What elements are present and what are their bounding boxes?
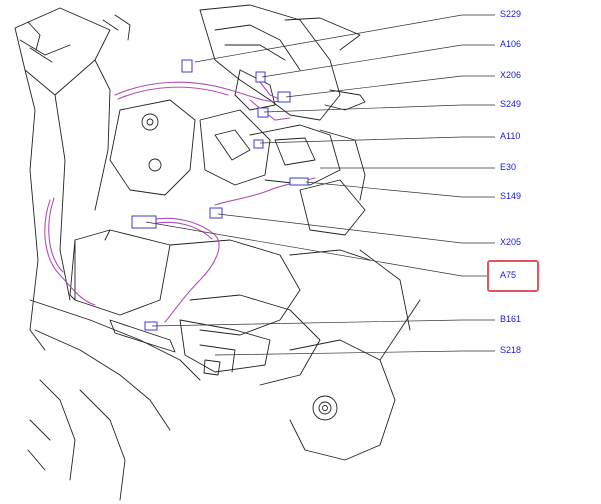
connector-a110 (253, 139, 264, 149)
callout-b161[interactable]: B161 (500, 314, 522, 324)
callout-x206[interactable]: X206 (500, 70, 522, 80)
leader-a106 (261, 44, 495, 78)
callout-e30[interactable]: E30 (500, 162, 517, 172)
top-module (199, 4, 341, 121)
leader-s249 (263, 104, 495, 113)
connector-a106 (255, 71, 266, 83)
connector-group (131, 59, 309, 331)
connector-s229 (181, 59, 193, 73)
wiring-harness (44, 81, 316, 323)
callout-s149[interactable]: S149 (500, 191, 522, 201)
leader-s218 (214, 350, 495, 356)
leader-b161 (151, 319, 495, 327)
connector-a75 (131, 215, 157, 229)
leader-s149 (305, 181, 495, 198)
leader-x205 (217, 213, 495, 244)
connector-x206 (277, 91, 291, 103)
selected-callout-highlight (487, 260, 539, 292)
connector-s149 (289, 177, 309, 186)
callout-s218[interactable]: S218 (500, 345, 522, 355)
leader-s229 (194, 14, 495, 63)
mid-housing (109, 99, 196, 196)
connector-x205 (209, 207, 223, 219)
left-body-edge (24, 69, 46, 351)
callout-a106[interactable]: A106 (500, 39, 522, 49)
callout-a75[interactable]: A75 (500, 270, 517, 280)
callout-s229[interactable]: S229 (500, 9, 522, 19)
upper-left-panel (14, 7, 111, 96)
connector-s249 (257, 107, 269, 118)
callout-s249[interactable]: S249 (500, 99, 522, 109)
leader-a75 (145, 221, 488, 277)
leader-lines (145, 14, 495, 356)
callout-a110[interactable]: A110 (500, 131, 521, 141)
leader-x206 (285, 75, 495, 98)
sensor-bar (109, 319, 176, 353)
leader-a110 (259, 136, 495, 144)
callout-x205[interactable]: X205 (500, 237, 522, 247)
lower-bracket (179, 319, 271, 373)
